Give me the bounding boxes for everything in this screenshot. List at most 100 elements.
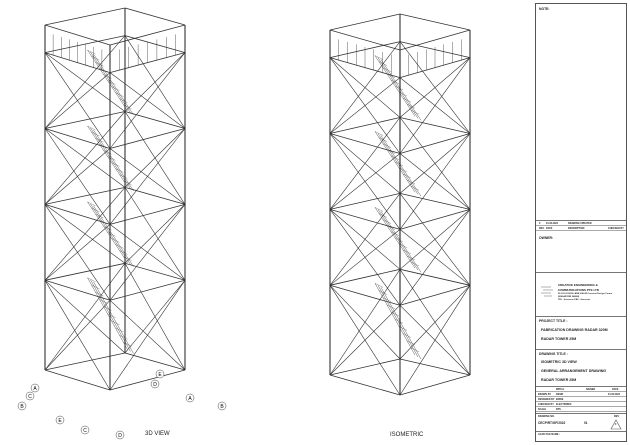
company-logo-icon bbox=[541, 286, 553, 297]
stair-tread bbox=[91, 207, 100, 213]
staircase-stringer bbox=[90, 203, 131, 265]
initial-cell: DESM bbox=[556, 393, 563, 396]
grid-bubble bbox=[80, 425, 90, 435]
stair-tread bbox=[107, 80, 116, 85]
cross-brace bbox=[124, 263, 186, 371]
initial-cell: EDDIE bbox=[556, 398, 564, 401]
company-tel: TEL : 6xxxxxxx FAX : 6xxxxxxx bbox=[558, 299, 591, 301]
stair-tread bbox=[386, 149, 396, 154]
cross-brace bbox=[109, 280, 186, 391]
cross-brace bbox=[44, 128, 126, 188]
cross-brace bbox=[399, 209, 471, 306]
tower-ring-beam bbox=[329, 193, 401, 210]
cross-brace bbox=[329, 285, 401, 360]
stair-tread bbox=[398, 167, 408, 173]
stair-tread bbox=[390, 79, 400, 85]
stair-tread bbox=[382, 219, 392, 224]
cross-brace bbox=[124, 187, 186, 281]
stair-tread bbox=[123, 104, 132, 109]
cross-brace bbox=[399, 117, 471, 210]
tower-ring-beam bbox=[329, 117, 401, 134]
stair-tread bbox=[398, 91, 408, 97]
sheet-no: 01 bbox=[584, 421, 588, 425]
stair-tread bbox=[382, 67, 392, 72]
tower-ring-beam bbox=[399, 133, 471, 154]
rev-cell: 0 bbox=[539, 222, 541, 225]
cross-brace bbox=[109, 128, 186, 225]
tower-ring-beam bbox=[399, 193, 471, 210]
tower-ring-beam bbox=[109, 24, 186, 46]
stair-tread bbox=[390, 155, 400, 160]
role-cell: CHECKED BY bbox=[538, 403, 554, 406]
stair-tread bbox=[111, 238, 120, 243]
company-block: CREATIVE ENGINEERING & COMMUNICATIONS PT… bbox=[536, 272, 626, 316]
cross-brace bbox=[329, 77, 401, 134]
cross-brace bbox=[109, 204, 186, 301]
tower-ring-beam bbox=[109, 279, 186, 301]
grid-letter: B bbox=[20, 404, 24, 410]
stair-tread bbox=[91, 131, 100, 137]
tower-ring-beam bbox=[399, 29, 471, 51]
cross-brace bbox=[399, 41, 471, 134]
role-cell: SCALE bbox=[538, 408, 547, 411]
drawing-line: GENERAL ARRANGEMENT DRAWING bbox=[541, 369, 607, 373]
date-header: DATE bbox=[612, 388, 619, 391]
tower-ring-beam bbox=[109, 128, 186, 149]
stair-tread bbox=[103, 150, 112, 155]
stair-tread bbox=[406, 255, 416, 261]
date-header: DATE bbox=[546, 227, 553, 230]
cross-brace bbox=[44, 148, 111, 205]
staircase-stringer bbox=[380, 287, 422, 360]
stair-tread bbox=[107, 313, 116, 318]
drawing-line: RADAR TOWER 25M bbox=[541, 378, 577, 382]
project-line: RADAR TOWER 25M bbox=[541, 337, 577, 341]
stair-tread bbox=[410, 110, 420, 115]
stair-tread bbox=[390, 231, 400, 236]
acad-file-block: ACAD FILE NAME : bbox=[536, 431, 626, 441]
stair-tread bbox=[111, 162, 120, 167]
stair-tread bbox=[382, 143, 392, 148]
rev-label: REV bbox=[614, 415, 619, 418]
stair-tread bbox=[394, 319, 404, 324]
tower-ring-beam bbox=[399, 358, 471, 376]
acad-file-label: ACAD FILE NAME : bbox=[538, 433, 560, 436]
tower-ring-beam bbox=[399, 374, 471, 396]
project-line: FABRICATION DRAWING RADAR 320M bbox=[541, 328, 608, 332]
stair-tread bbox=[378, 290, 388, 295]
tower-ring-beam bbox=[44, 369, 111, 391]
stair-tread bbox=[115, 327, 124, 333]
tower-ring-beam bbox=[44, 111, 126, 129]
stair-tread bbox=[103, 74, 112, 79]
tower-ring-beam bbox=[399, 117, 471, 134]
initial-header: INITIAL bbox=[556, 388, 565, 391]
stair-tread bbox=[99, 299, 108, 304]
stair-tread bbox=[87, 125, 96, 131]
grid-letter: D bbox=[153, 382, 157, 388]
tower-ring-beam bbox=[44, 204, 111, 225]
stair-tread bbox=[402, 173, 412, 179]
stair-tread bbox=[378, 61, 388, 66]
stair-tread bbox=[87, 201, 96, 207]
stair-tread bbox=[87, 49, 96, 55]
drawing-number-block: DRAWING NO. CECP/RT/GF/2022 01 REV 0 bbox=[536, 413, 626, 431]
stair-tread bbox=[123, 256, 132, 261]
stair-tread bbox=[95, 213, 104, 219]
stair-tread bbox=[406, 340, 416, 345]
staircase-stringer bbox=[90, 51, 131, 113]
stair-tread bbox=[394, 237, 404, 242]
tower-ring-beam bbox=[109, 204, 186, 225]
staircase-stringer bbox=[377, 57, 419, 119]
grid-letter: C bbox=[28, 394, 32, 400]
grid-letter: D bbox=[118, 433, 122, 439]
grid-bubble bbox=[30, 383, 40, 393]
stair-tread bbox=[374, 55, 384, 60]
rev-value: 0 bbox=[615, 423, 617, 426]
stair-tread bbox=[378, 213, 388, 218]
stair-tread bbox=[95, 62, 104, 67]
stair-tread bbox=[386, 304, 396, 309]
checked-header: CHECKED BY bbox=[608, 227, 624, 230]
cross-brace bbox=[329, 229, 401, 286]
drawing-title-label: DRAWING TITLE : bbox=[539, 352, 568, 356]
cross-brace bbox=[44, 204, 126, 264]
